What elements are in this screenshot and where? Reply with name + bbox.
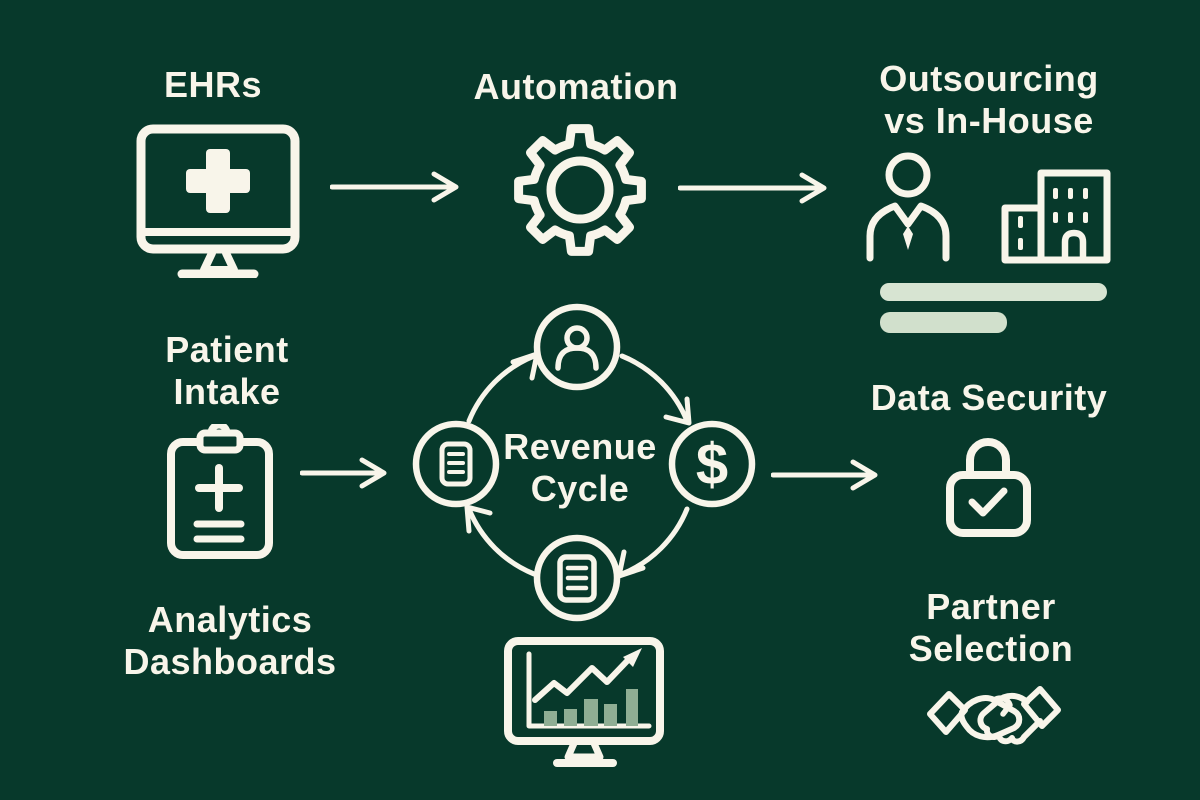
gear-icon xyxy=(510,120,650,260)
patient-intake-label-line2: Intake xyxy=(173,371,281,412)
arrow-ehrs-to-automation xyxy=(330,171,462,203)
revenue-cycle-label: Revenue Cycle xyxy=(485,426,675,510)
cycle-document-circle-left xyxy=(412,420,500,508)
revenue-cycle-diagram: $ xyxy=(410,302,760,627)
revenue-cycle-label-line1: Revenue xyxy=(503,426,657,467)
chart-monitor-icon xyxy=(503,636,665,770)
revenue-cycle-label-line2: Cycle xyxy=(530,468,630,509)
analytics-label: Analytics Dashboards xyxy=(105,599,355,683)
office-building-icon xyxy=(1001,168,1111,264)
ehrs-label: EHRs xyxy=(163,64,263,105)
outsourcing-text-bar-1 xyxy=(880,283,1107,301)
cycle-document-circle-bottom xyxy=(533,534,621,622)
patient-intake-label-line1: Patient xyxy=(165,329,289,370)
automation-label: Automation xyxy=(473,66,679,107)
data-security-label: Data Security xyxy=(870,377,1108,418)
dollar-glyph: $ xyxy=(696,432,728,497)
cycle-dollar-circle xyxy=(668,420,756,508)
outsourcing-label-line2: vs In-House xyxy=(884,100,1094,141)
arrow-intake-to-cycle xyxy=(300,457,390,489)
handshake-icon xyxy=(926,674,1062,768)
cycle-user-circle xyxy=(533,303,621,391)
monitor-medical-cross-icon xyxy=(136,124,300,278)
outsourcing-label: Outsourcing vs In-House xyxy=(864,58,1114,142)
arrow-automation-to-outsourcing xyxy=(678,172,830,204)
padlock-check-icon xyxy=(944,430,1032,538)
outsourcing-label-line1: Outsourcing xyxy=(879,58,1099,99)
arrow-cycle-to-security xyxy=(771,459,881,491)
partner-label: Partner Selection xyxy=(866,586,1116,670)
patient-intake-label: Patient Intake xyxy=(127,329,327,413)
partner-label-line1: Partner xyxy=(926,586,1056,627)
outsourcing-text-bar-2 xyxy=(880,312,1007,333)
analytics-label-line2: Dashboards xyxy=(123,641,337,682)
businessperson-icon xyxy=(860,148,956,262)
analytics-label-line1: Analytics xyxy=(147,599,313,640)
partner-label-line2: Selection xyxy=(908,628,1074,669)
clipboard-medical-icon xyxy=(166,424,274,560)
